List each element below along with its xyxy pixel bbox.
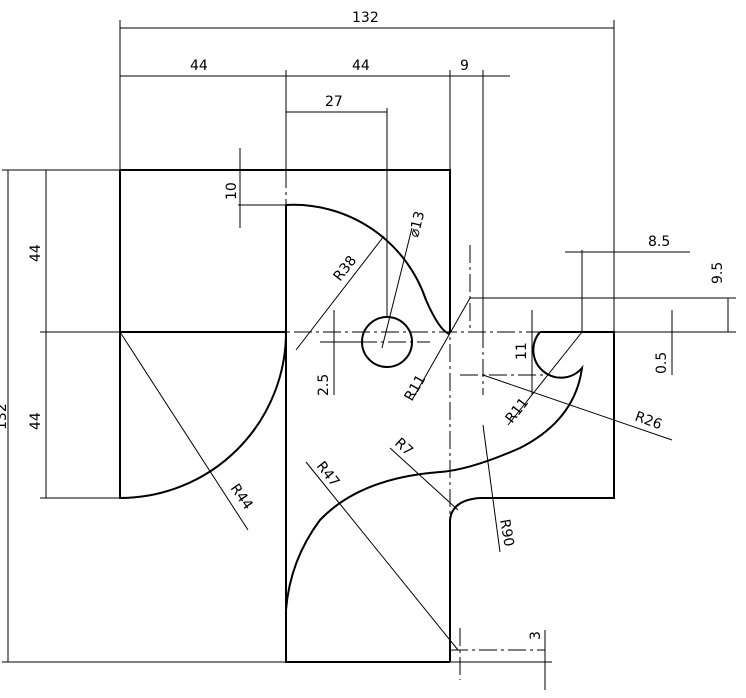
dim-27: 27 [325, 94, 343, 110]
center-left-bottom-outline [285, 205, 450, 663]
dim-44-mid: 44 [352, 58, 370, 74]
dim-10: 10 [224, 182, 240, 200]
left-upper-outline [119, 170, 286, 333]
r7-leader [389, 447, 459, 511]
dimension-texts: 132 44 44 9 27 10 44 44 132 8.5 9.5 0.5 … [0, 10, 726, 640]
dimension-lines [2, 20, 736, 690]
r26-r90-r47-curve [285, 331, 584, 611]
label-d13: ⌀13 [406, 210, 428, 239]
r11-left-leader [411, 297, 471, 401]
r38-leader [295, 235, 385, 351]
label-r47: R47 [313, 459, 343, 491]
label-r90: R90 [496, 518, 517, 548]
dim-0-5: 0.5 [654, 352, 670, 374]
r44-leader [119, 331, 249, 531]
dim-8-5: 8.5 [648, 234, 670, 250]
dim-132: 132 [352, 10, 379, 26]
label-r26: R26 [633, 409, 664, 433]
dim-44-left: 44 [190, 58, 208, 74]
r90-leader [482, 424, 501, 553]
r44-quarter-outline [119, 331, 287, 500]
r11-right-leader [507, 331, 583, 426]
label-r7: R7 [391, 435, 416, 459]
center-lines [120, 170, 680, 680]
label-r44: R44 [227, 481, 256, 513]
radius-leaders [119, 227, 673, 651]
dim-11: 11 [514, 342, 530, 360]
dim-9-5: 9.5 [710, 262, 726, 284]
dim-3: 3 [528, 631, 544, 640]
dim-9: 9 [460, 58, 469, 74]
dim-132-vertical: 132 [0, 403, 10, 430]
dim-2-5: 2.5 [316, 374, 332, 396]
r26-leader [482, 374, 673, 441]
center-top-outline [286, 169, 451, 332]
part-outline [119, 169, 615, 663]
r38-arc [285, 203, 451, 335]
dim-44-upper: 44 [28, 244, 44, 262]
label-r38: R38 [331, 253, 361, 285]
dim-44-lower: 44 [28, 412, 44, 430]
d13-leader [381, 227, 413, 349]
r47-leader [305, 461, 459, 651]
